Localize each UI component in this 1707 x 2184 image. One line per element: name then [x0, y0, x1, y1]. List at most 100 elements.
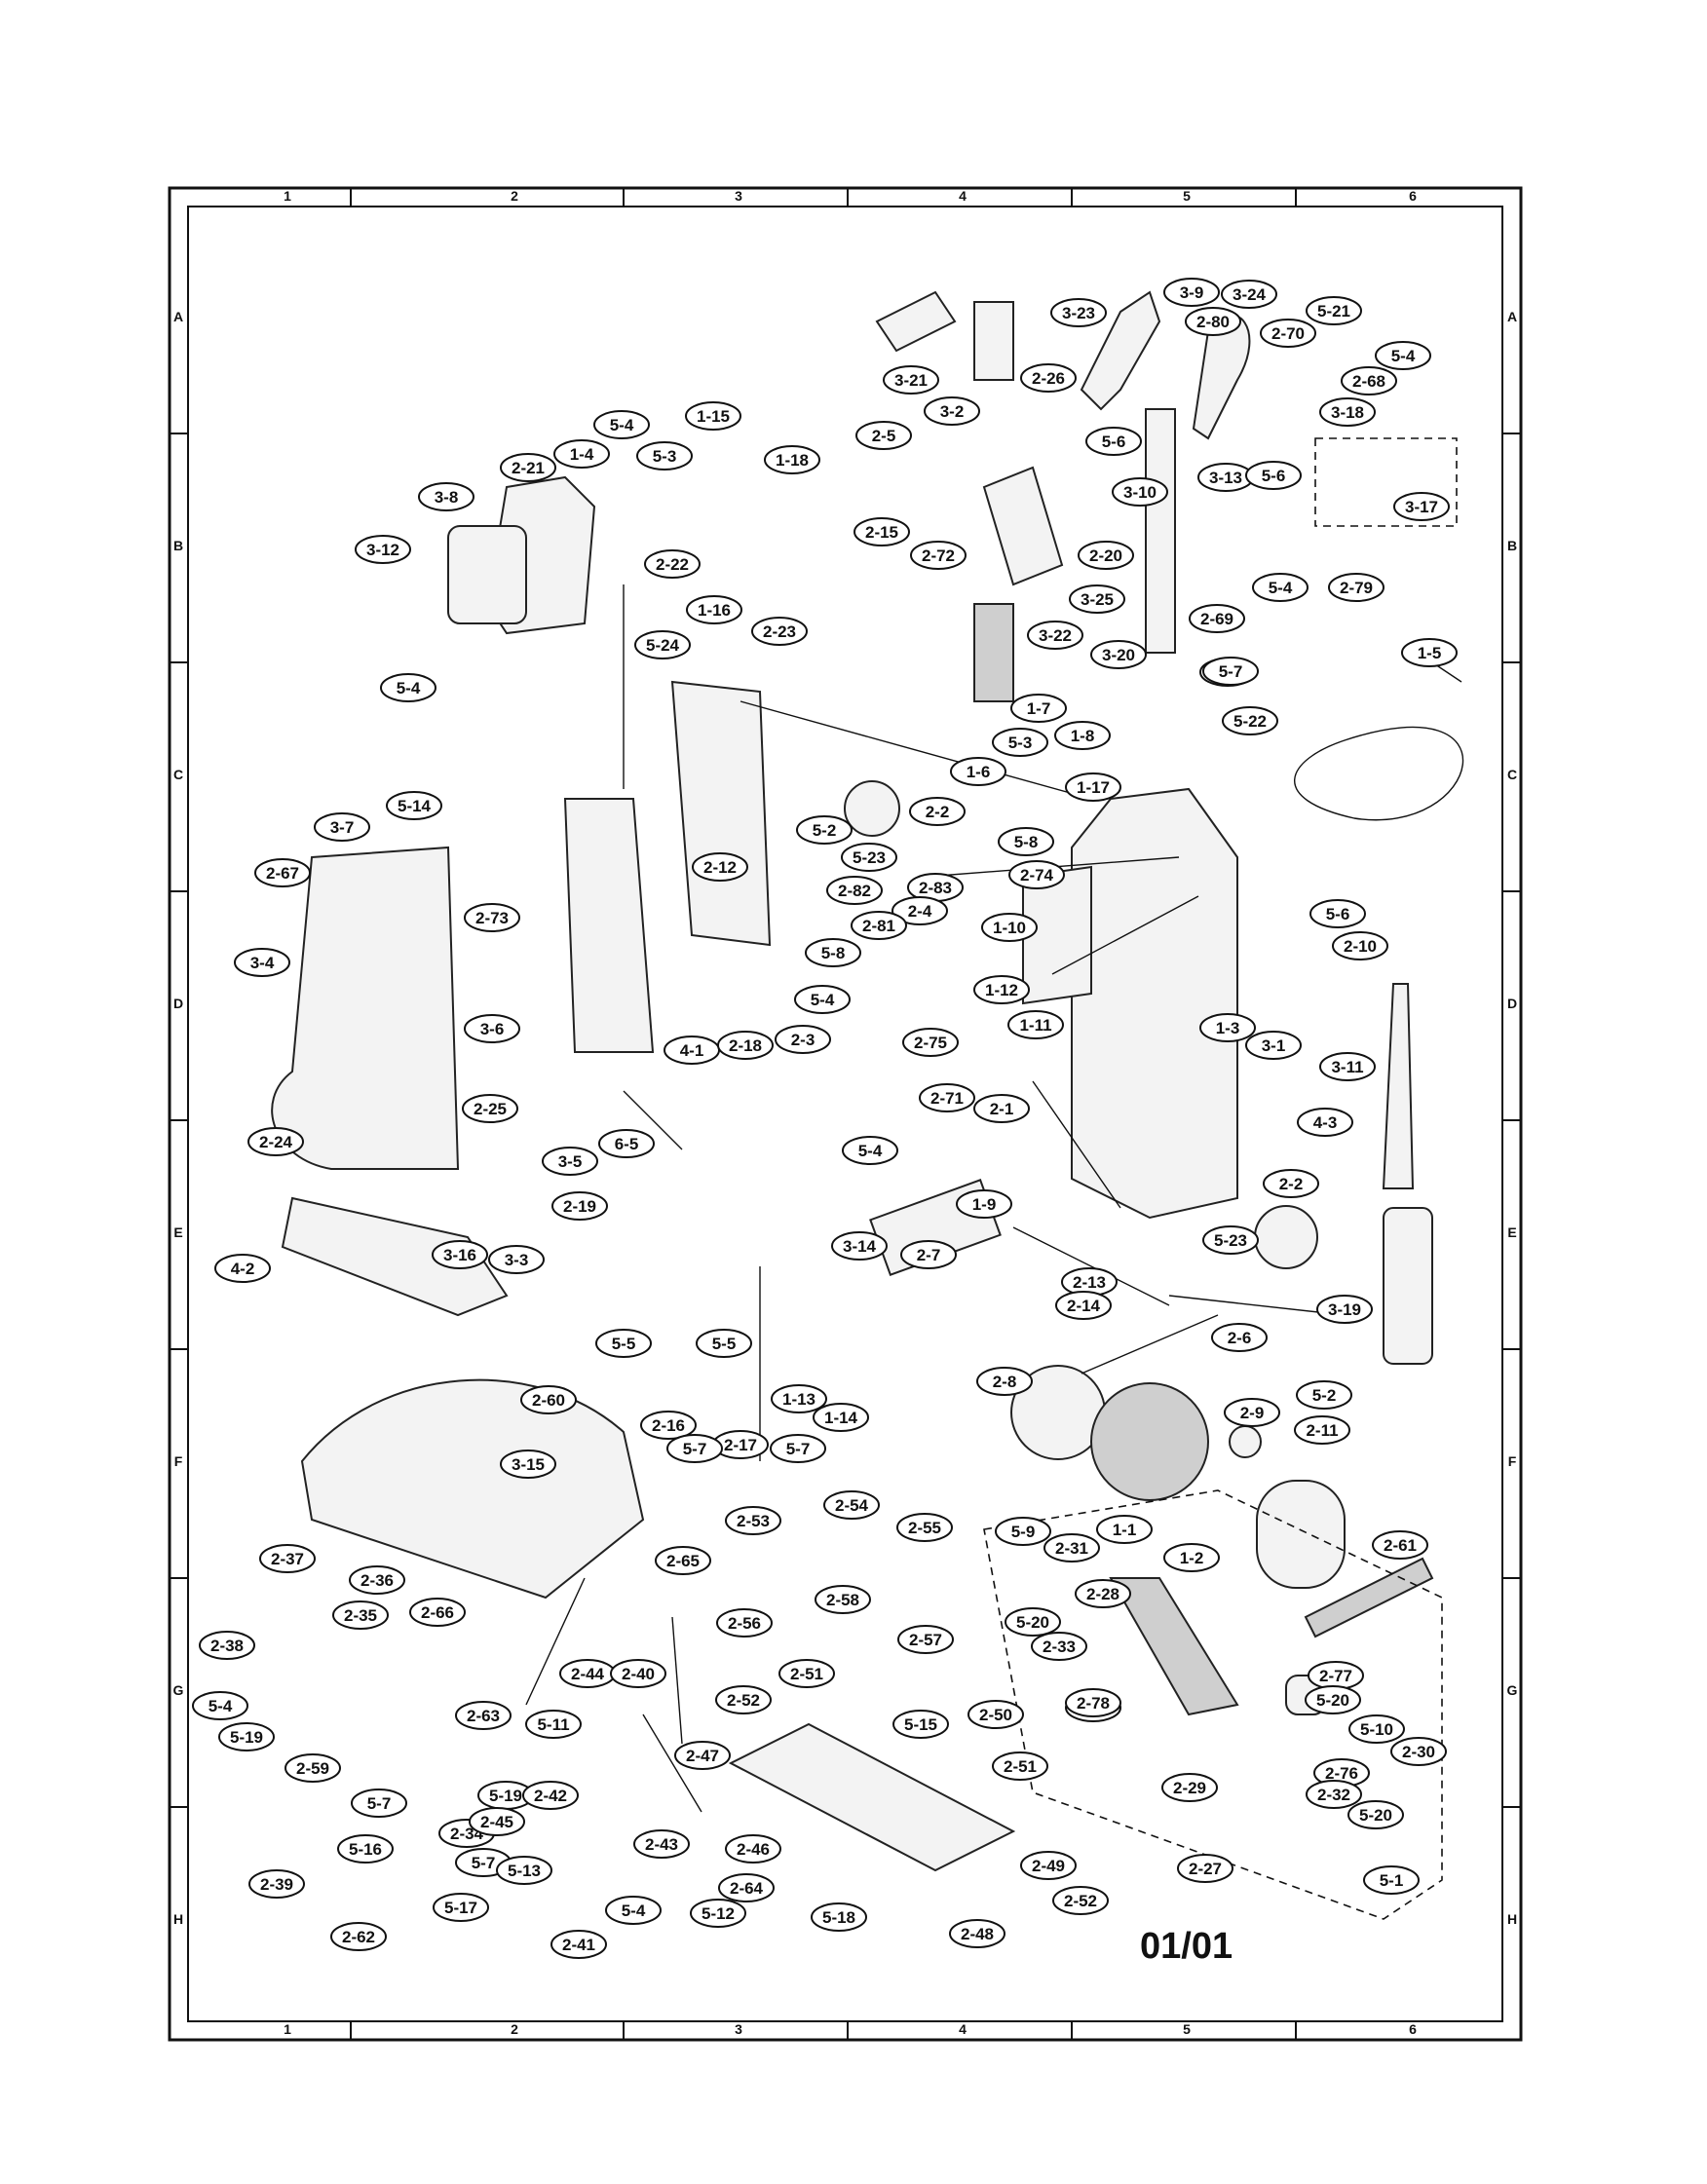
- hose-swivel: [973, 301, 1014, 381]
- callout-balloon: [778, 1659, 835, 1688]
- callout-label: 5-8: [1014, 833, 1039, 851]
- callout-balloon: [1375, 341, 1431, 370]
- callout-balloon: [550, 1930, 607, 1959]
- parts-drawing: [271, 290, 1464, 1920]
- callout-balloon: [909, 797, 966, 826]
- part-callout: 1-5: [1401, 638, 1458, 667]
- callout-label: 2-24: [259, 1133, 293, 1151]
- callout-label: 5-23: [1214, 1231, 1247, 1250]
- part-callout: 6-5: [598, 1129, 655, 1158]
- callout-label: 2-56: [728, 1614, 761, 1633]
- part-callout: 2-81: [851, 911, 907, 940]
- callout-label: 1-6: [967, 763, 991, 781]
- callout-label: 2-26: [1032, 369, 1065, 388]
- callout-label: 2-63: [467, 1707, 500, 1725]
- callout-balloon: [1401, 638, 1458, 667]
- callout-balloon: [386, 791, 442, 820]
- callout-balloon: [855, 421, 912, 450]
- part-callout: 3-12: [355, 535, 411, 564]
- callout-balloon: [199, 1631, 255, 1660]
- part-callout: 2-78: [1065, 1688, 1121, 1717]
- callout-label: 2-58: [826, 1591, 859, 1609]
- callout-label: 2-36: [360, 1571, 394, 1590]
- part-callout: 2-3: [775, 1025, 831, 1054]
- callout-label: 5-19: [230, 1728, 263, 1747]
- callout-label: 5-4: [1269, 579, 1293, 597]
- callout-balloon: [1222, 706, 1278, 735]
- callout-label: 2-38: [210, 1637, 244, 1655]
- part-callout: 3-7: [314, 812, 370, 842]
- part-callout: 5-4: [794, 985, 851, 1014]
- callout-balloon: [1347, 1800, 1404, 1829]
- callout-label: 2-49: [1032, 1857, 1065, 1875]
- part-callout: 5-4: [1252, 573, 1309, 602]
- callout-balloon: [892, 1710, 949, 1739]
- part-callout: 2-36: [349, 1565, 405, 1595]
- part-callout: 5-5: [696, 1329, 752, 1358]
- callout-balloon: [349, 1565, 405, 1595]
- callout-label: 3-5: [558, 1152, 583, 1171]
- callout-balloon: [919, 1083, 975, 1112]
- callout-balloon: [1096, 1515, 1153, 1544]
- part-callout: 3-15: [500, 1450, 556, 1479]
- part-callout: 3-25: [1069, 584, 1125, 614]
- callout-balloon: [1319, 397, 1376, 427]
- callout-balloon: [973, 975, 1030, 1004]
- callout-balloon: [332, 1600, 389, 1630]
- part-callout: 2-37: [259, 1544, 316, 1573]
- callout-balloon: [1090, 640, 1147, 669]
- front-cover: [271, 846, 460, 1170]
- callout-balloon: [883, 365, 939, 395]
- callout-label: 2-20: [1089, 546, 1122, 565]
- grid-row-label: H: [173, 1911, 183, 1927]
- part-callout: 2-22: [644, 549, 701, 579]
- callout-label: 2-70: [1271, 324, 1305, 343]
- callout-label: 2-3: [791, 1031, 816, 1049]
- grid-row-label: H: [1507, 1911, 1517, 1927]
- callout-balloon: [995, 1517, 1051, 1546]
- callout-label: 2-44: [571, 1665, 605, 1683]
- callout-balloon: [1069, 584, 1125, 614]
- part-callout: 3-9: [1163, 278, 1220, 307]
- grid-row-label: A: [1507, 309, 1517, 324]
- callout-balloon: [811, 1902, 867, 1932]
- callout-balloon: [542, 1147, 598, 1176]
- callout-label: 2-76: [1325, 1764, 1358, 1783]
- callout-label: 5-22: [1233, 712, 1267, 731]
- callout-balloon: [469, 1807, 525, 1836]
- callout-balloon: [751, 617, 808, 646]
- rear-wheel: [1254, 1205, 1318, 1269]
- grid-column-label: 4: [959, 188, 967, 204]
- part-callout: 3-18: [1319, 397, 1376, 427]
- part-callout: 5-15: [892, 1710, 949, 1739]
- part-callout: 5-24: [634, 630, 691, 659]
- part-callout: 4-2: [214, 1254, 271, 1283]
- part-callout: 2-61: [1372, 1530, 1428, 1560]
- callout-label: 2-78: [1077, 1694, 1110, 1713]
- callout-balloon: [924, 396, 980, 426]
- callout-balloon: [775, 1025, 831, 1054]
- callout-balloon: [593, 410, 650, 439]
- callout-balloon: [696, 1329, 752, 1358]
- part-callout: 5-2: [796, 815, 853, 845]
- callout-balloon: [949, 1919, 1005, 1948]
- callout-label: 1-15: [697, 407, 730, 426]
- part-callout: 2-59: [284, 1753, 341, 1783]
- grid-row-label: E: [1507, 1224, 1516, 1240]
- part-callout: 2-47: [674, 1741, 731, 1770]
- callout-label: 5-7: [472, 1854, 496, 1872]
- part-callout: 2-15: [854, 517, 910, 546]
- callout-balloon: [1260, 319, 1316, 348]
- callout-label: 3-24: [1233, 285, 1267, 304]
- callout-balloon: [1075, 1579, 1131, 1608]
- callout-balloon: [823, 1490, 880, 1520]
- callout-balloon: [854, 517, 910, 546]
- part-callout: 2-12: [692, 852, 748, 882]
- part-callout: 1-1: [1096, 1515, 1153, 1544]
- callout-balloon: [897, 1625, 954, 1654]
- part-callout: 3-8: [418, 482, 474, 511]
- part-callout: 2-66: [409, 1598, 466, 1627]
- callout-label: 3-16: [443, 1246, 476, 1264]
- callout-label: 2-23: [763, 622, 796, 641]
